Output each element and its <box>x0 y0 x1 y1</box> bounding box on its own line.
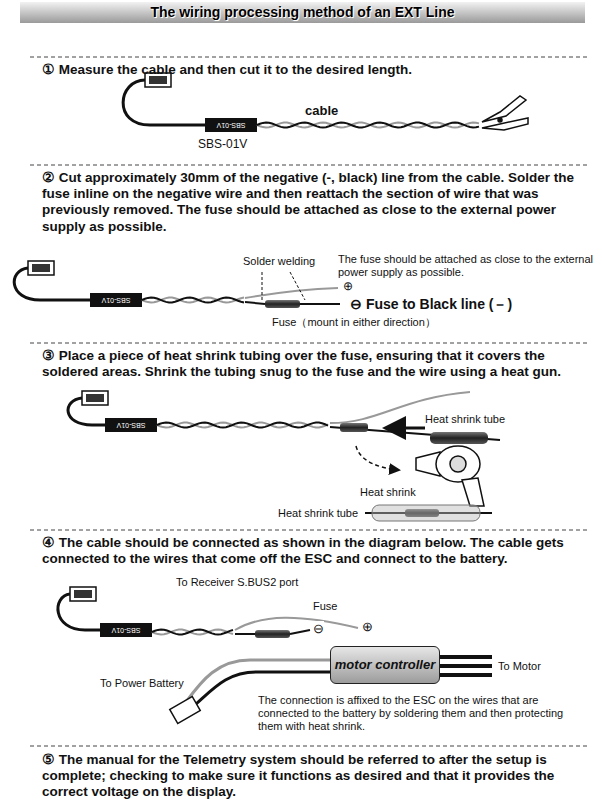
sensor-step1 <box>123 73 257 132</box>
device-marking: SBS-01V <box>102 624 150 636</box>
twisted-cable <box>257 123 479 128</box>
callout-label: To Power Battery <box>100 677 184 690</box>
callout-label: SBS-01V <box>198 137 247 151</box>
callout-label: ⊖ Fuse to Black line (－) <box>350 296 512 313</box>
callout-label: cable <box>305 103 338 119</box>
esc-box: motor controller <box>330 646 440 684</box>
step-text: ④ The cable should be connected as shown… <box>42 535 592 567</box>
cutter <box>482 96 528 130</box>
callout-label: Heat shrink <box>360 486 416 499</box>
twisted-cable <box>257 123 479 128</box>
device-marking: SBS-01V <box>107 419 155 431</box>
callout-label: To Receiver S.BUS2 port <box>176 576 298 589</box>
step-text: ⑤ The manual for the Telemetry system sh… <box>42 752 592 800</box>
twisted-cable <box>157 423 328 428</box>
step-text: ③ Place a piece of heat shrink tubing ov… <box>42 348 592 380</box>
device-marking: SBS-01V <box>92 294 140 306</box>
step-text: ② Cut approximately 30mm of the negative… <box>42 170 592 235</box>
callout-label: ⊕ <box>343 279 353 293</box>
callout-label: Heat shrink tube <box>278 507 358 520</box>
twisted-cable <box>142 298 244 303</box>
callout-label: The connection is affixed to the ESC on … <box>258 694 568 734</box>
callout-label: ⊕ <box>362 619 373 635</box>
separator <box>30 57 590 746</box>
step-text: ① Measure the cable and then cut it to t… <box>42 62 592 78</box>
twisted-cable <box>152 630 233 635</box>
callout-label: Fuse（mount in either direction） <box>272 316 436 329</box>
callout-label: Heat shrink tube <box>425 413 505 426</box>
callout-label: Fuse <box>313 600 337 613</box>
heat-gun <box>416 446 484 506</box>
title-bar: The wiring processing method of an EXT L… <box>20 2 585 23</box>
callout-label: ⊖ <box>313 621 324 637</box>
box-text: motor controller <box>335 658 435 672</box>
callout-label: The fuse should be attached as close to … <box>338 253 593 279</box>
callout-label: Solder welding <box>243 255 315 268</box>
device-marking: SBS-01V <box>207 119 255 131</box>
twisted-cable <box>152 630 233 635</box>
shrunk-tube <box>365 505 492 521</box>
twisted-cable <box>157 423 328 428</box>
callout-label: To Motor <box>498 660 541 673</box>
twisted-cable <box>142 298 244 303</box>
